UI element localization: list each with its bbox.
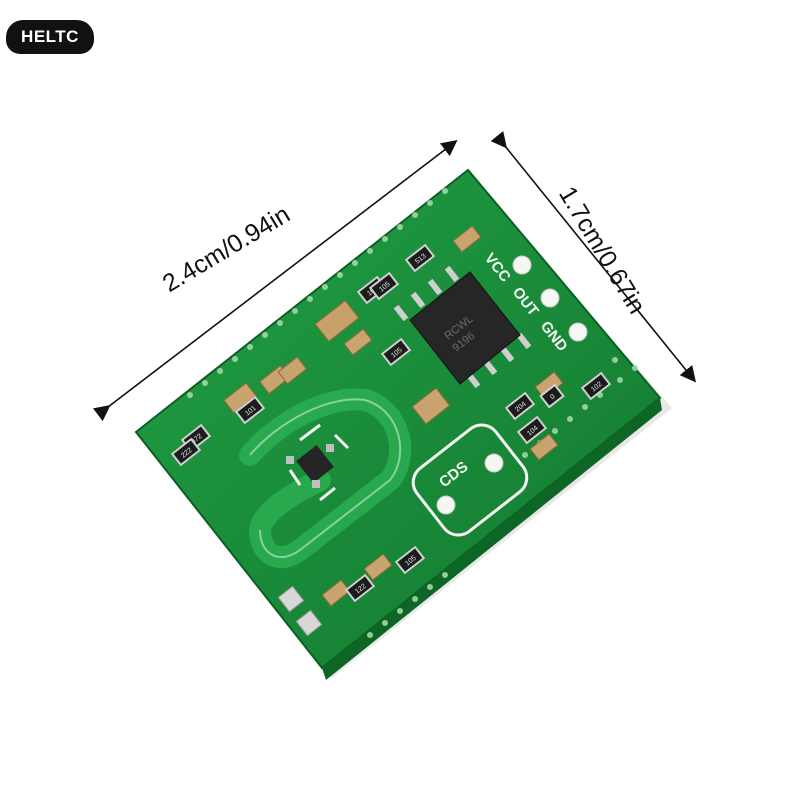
capacitors	[223, 225, 564, 607]
width-dimension-arrow	[92, 140, 458, 422]
cds-hole-1	[484, 453, 504, 473]
height-dimension-arrow	[490, 131, 697, 383]
antenna-trace-inner	[249, 398, 402, 559]
gnd-pin-hole	[568, 322, 588, 342]
cds-hole-2	[436, 495, 456, 515]
rf-transistor	[286, 423, 350, 502]
pcb-board-edge	[322, 398, 662, 680]
edge-vias	[187, 188, 638, 638]
resistors: 103 105 472 101 222 513 105 204	[170, 243, 612, 603]
main-ic-chip: RCWL 9196	[393, 265, 532, 389]
brand-logo-text: HELTC	[21, 27, 79, 46]
vcc-pin-hole	[512, 255, 532, 275]
brand-logo: HELTC	[6, 20, 94, 54]
out-pin-hole	[540, 288, 560, 308]
resistor-code: 0	[549, 393, 556, 401]
corner-pads	[277, 585, 323, 637]
